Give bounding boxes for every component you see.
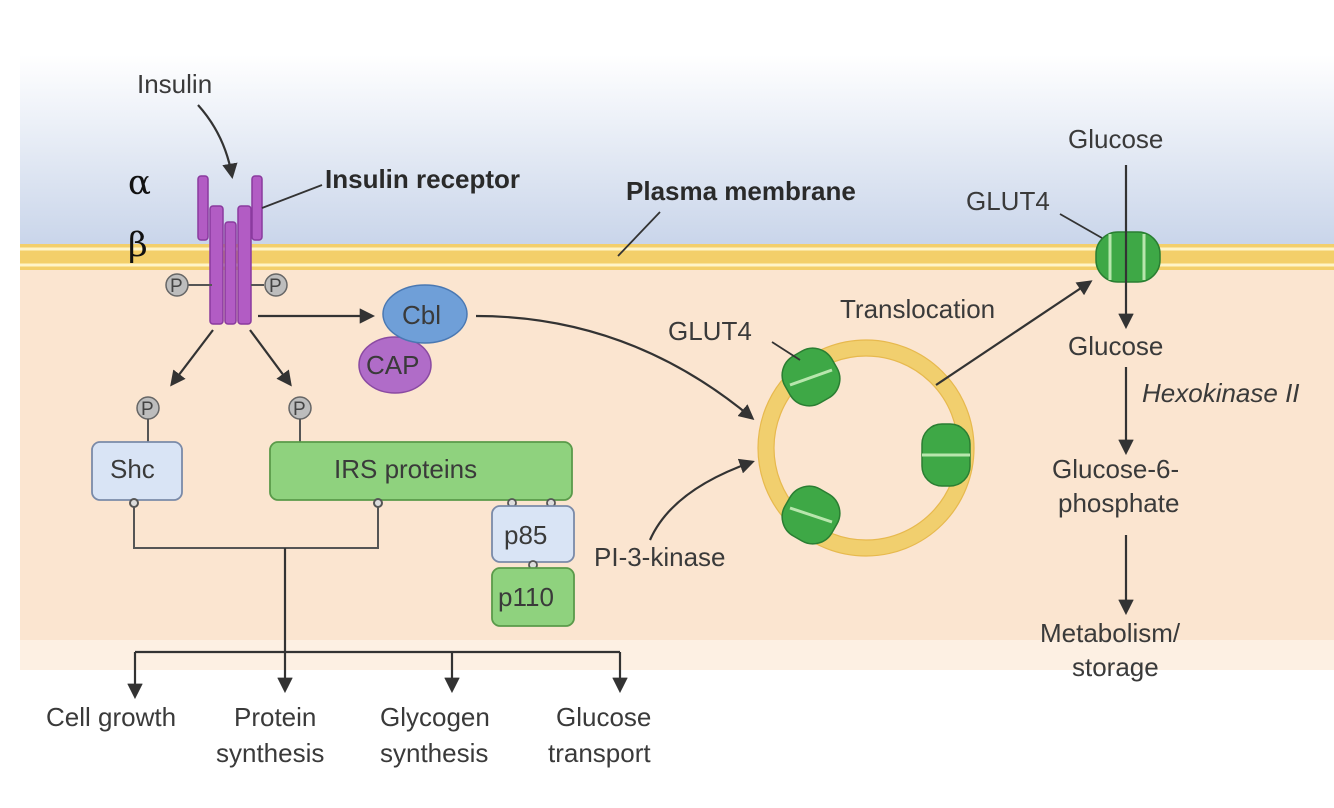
receptor-to-irs-arrow	[249, 329, 292, 387]
glycogen-synthesis-line1: Glycogen	[380, 702, 490, 732]
protein-synthesis-line1: Protein	[234, 702, 316, 732]
glucose-extracellular-label: Glucose	[1068, 124, 1163, 154]
beta-subunit-label: β	[128, 225, 148, 265]
shc-phospho-group: P	[136, 396, 160, 442]
vesicle-glut4-label: GLUT4	[668, 316, 752, 346]
translocation-arrow	[935, 280, 1093, 386]
svg-text:IRS proteins: IRS proteins	[334, 454, 477, 484]
svg-text:P: P	[293, 399, 306, 420]
cytoplasm-fade	[20, 640, 1334, 670]
vesicle-glut4-transporter-2	[921, 423, 971, 487]
metabolism-label-line1: Metabolism/	[1040, 618, 1181, 648]
cell-growth-label: Cell growth	[46, 702, 176, 732]
cytoplasm	[20, 268, 1334, 643]
p110-subunit: p110	[491, 567, 575, 627]
vesicle-glut4-transporter-1	[781, 347, 841, 407]
translocation-label: Translocation	[840, 294, 995, 324]
shc-box: Shc	[91, 441, 183, 501]
phospho-group-left: P	[165, 273, 189, 297]
protein-synthesis-line2: synthesis	[216, 738, 324, 768]
vesicle-glut4-transporter-3	[781, 485, 841, 545]
g6p-label-line1: Glucose-6-	[1052, 454, 1179, 484]
insulin-arrow	[197, 104, 238, 180]
metabolism-label-line2: storage	[1072, 652, 1159, 682]
glucose-transport-line2: transport	[548, 738, 651, 768]
irs-phospho-group: P	[288, 396, 312, 442]
plasma-membrane-label: Plasma membrane	[626, 176, 856, 206]
p85-subunit: p85	[491, 505, 575, 563]
svg-text:P: P	[170, 276, 183, 297]
output-branch-lines	[127, 548, 628, 700]
svg-text:P: P	[269, 276, 282, 297]
vesicle-glut4-leader	[771, 341, 801, 361]
svg-text:P: P	[141, 399, 154, 420]
svg-text:Shc: Shc	[110, 454, 155, 484]
receptor-to-shc-arrow	[170, 329, 214, 387]
phospho-group-right: P	[264, 273, 288, 297]
cbl-protein: Cbl	[382, 284, 468, 344]
glucose-transport-line1: Glucose	[556, 702, 651, 732]
insulin-label: Insulin	[137, 69, 212, 99]
receptor-leader-line	[261, 184, 323, 209]
irs-proteins-box: IRS proteins	[269, 441, 573, 501]
hexokinase-label: Hexokinase II	[1142, 378, 1300, 408]
membrane-glut4-label: GLUT4	[966, 186, 1050, 216]
svg-text:p110: p110	[498, 582, 554, 612]
membrane-glut4-transporter	[1095, 231, 1161, 283]
shc-irs-connector	[129, 498, 383, 549]
insulin-receptor	[197, 175, 263, 325]
cbl-to-vesicle-arrow	[475, 314, 755, 420]
svg-text:p85: p85	[504, 520, 547, 550]
membrane-leader-line	[617, 211, 661, 257]
svg-text:CAP: CAP	[366, 350, 419, 380]
membrane-glut4-leader	[1059, 213, 1103, 239]
g6p-label-line2: phosphate	[1058, 488, 1179, 518]
pi3k-label: PI-3-kinase	[594, 542, 726, 572]
glucose-intracellular-label: Glucose	[1068, 331, 1163, 361]
alpha-subunit-label: α	[128, 163, 151, 203]
insulin-receptor-label: Insulin receptor	[325, 164, 520, 194]
pi3k-to-vesicle-arrow	[648, 458, 755, 541]
glycogen-synthesis-line2: synthesis	[380, 738, 488, 768]
svg-text:Cbl: Cbl	[402, 300, 441, 330]
cap-protein: CAP	[358, 336, 432, 394]
